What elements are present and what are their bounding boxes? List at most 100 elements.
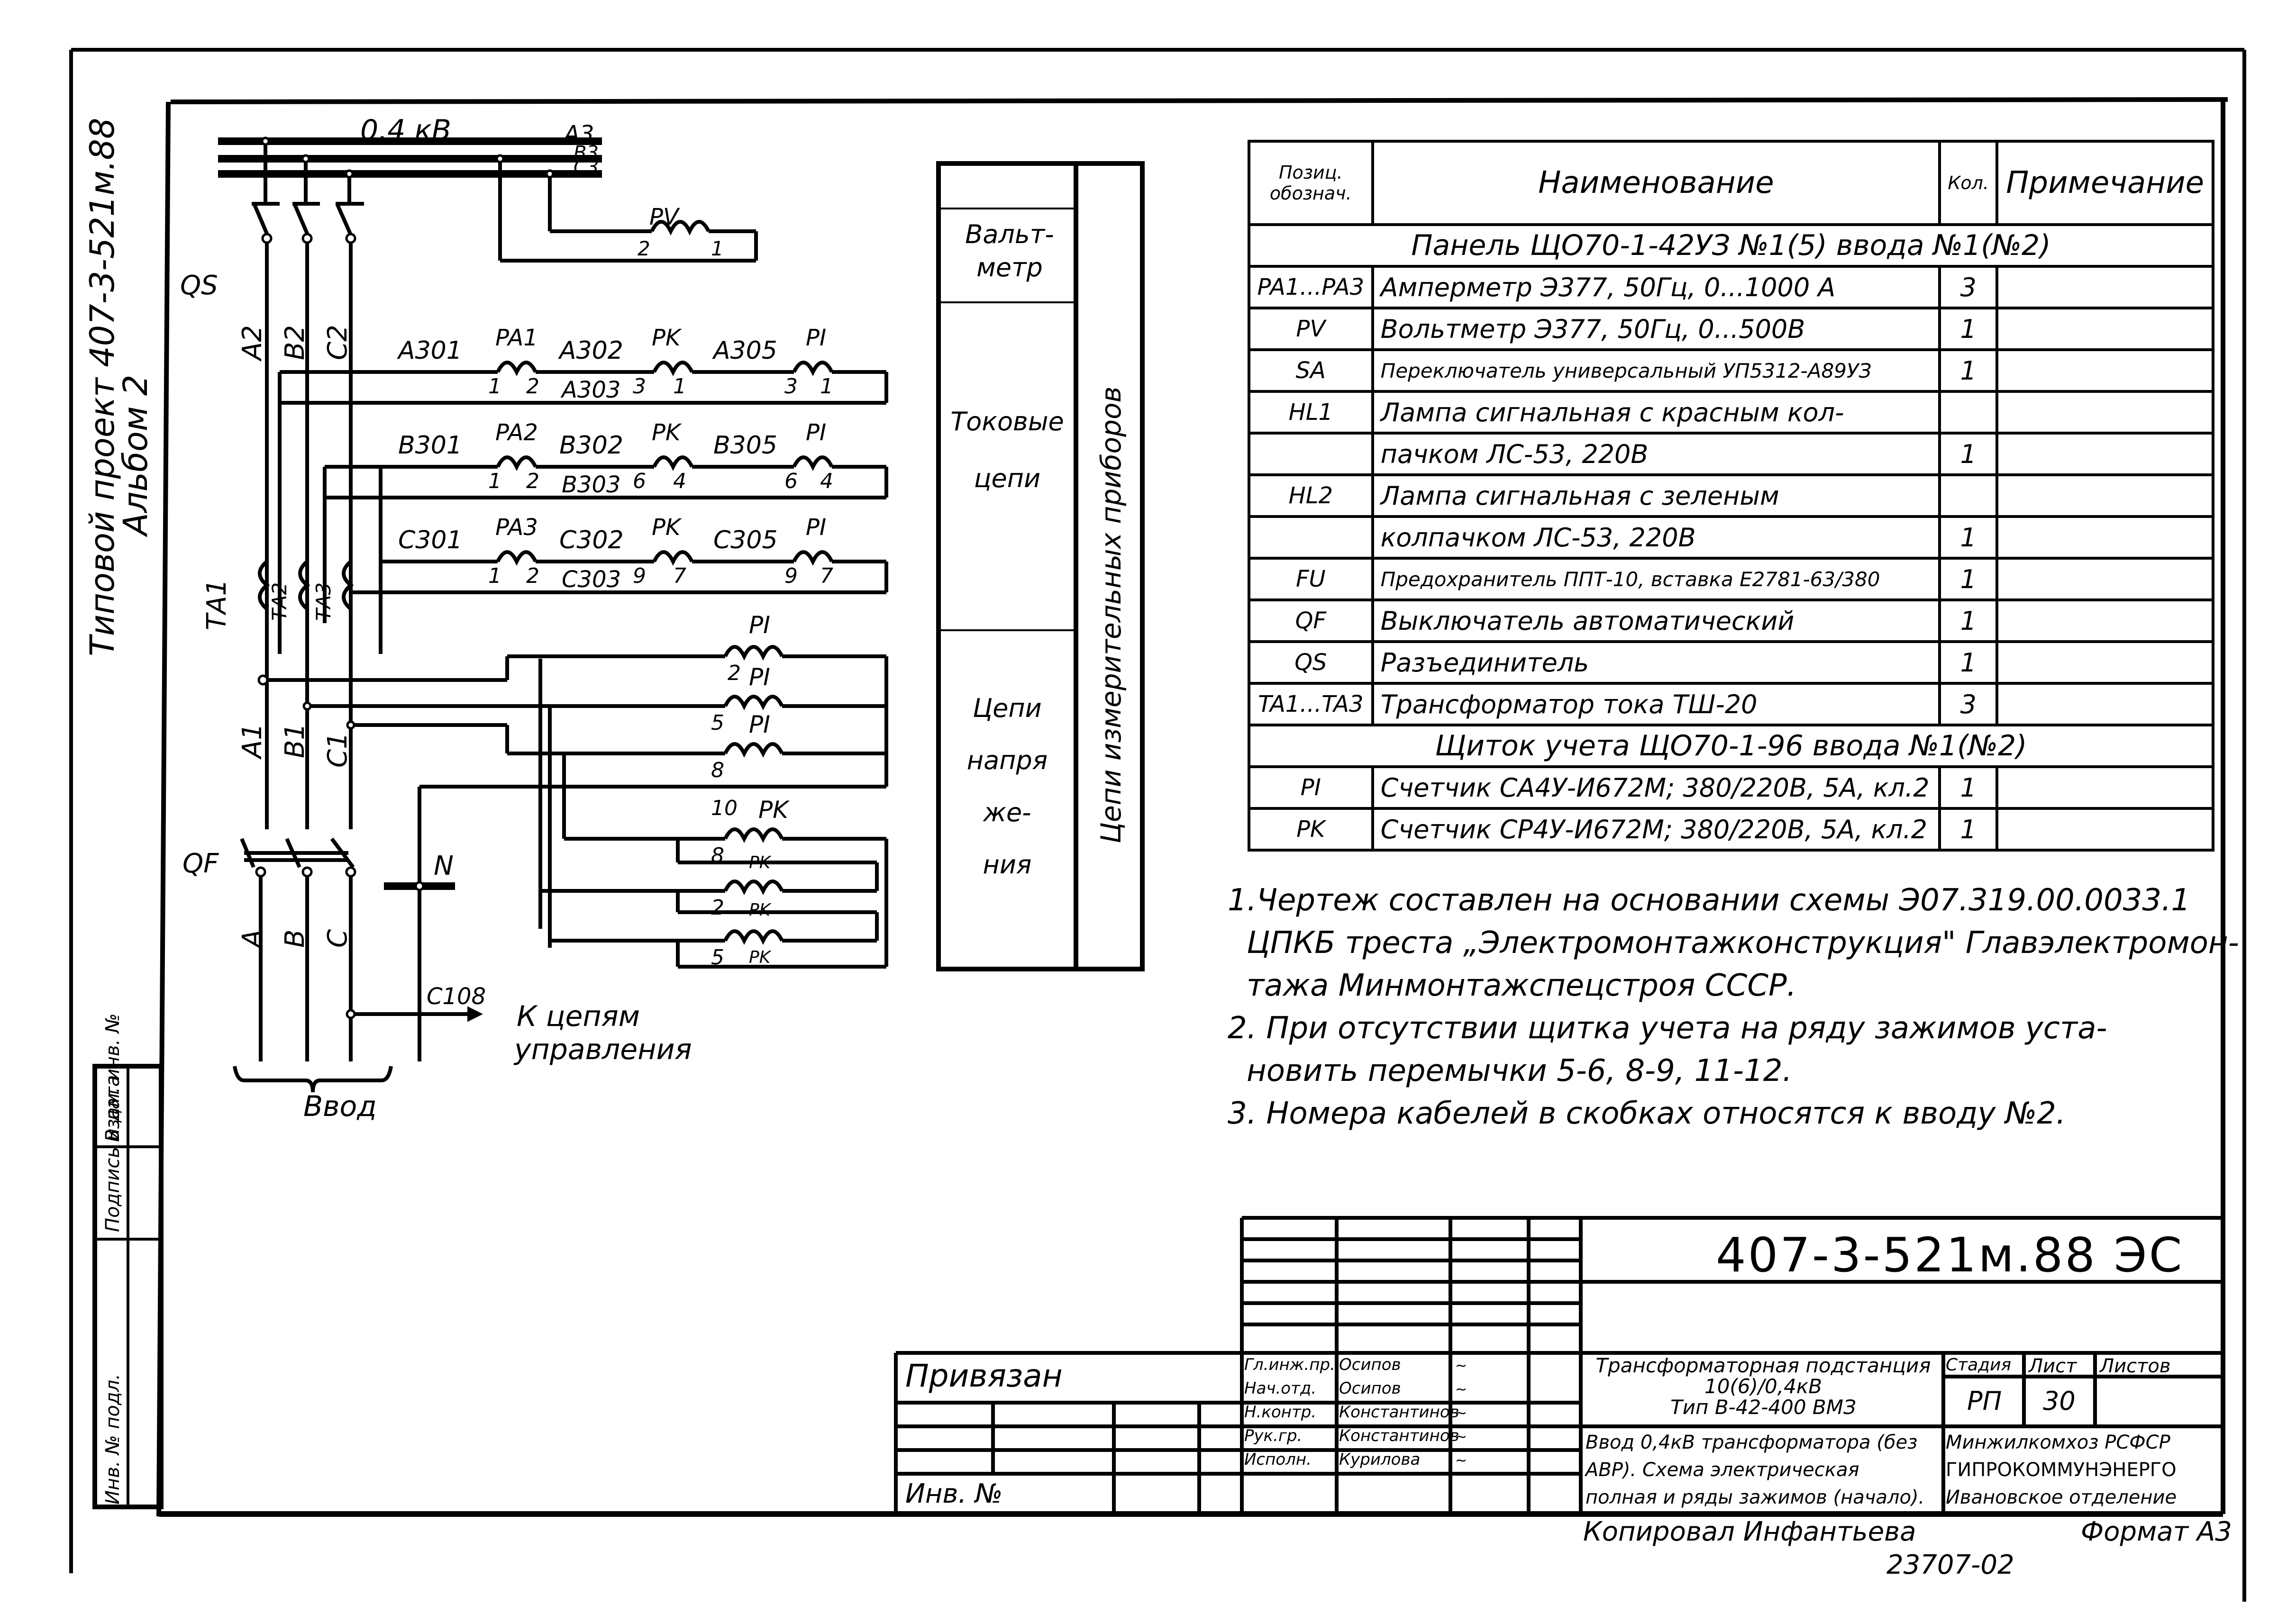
voltage-coil-label: PK bbox=[749, 853, 771, 872]
bus-label-a: А3 bbox=[564, 121, 594, 147]
role-label: Исполн. bbox=[1244, 1450, 1312, 1469]
spec-cell-pos bbox=[1248, 432, 1374, 476]
voltage-coil-terminal: 2 bbox=[728, 661, 741, 685]
wire-label: В302 bbox=[559, 431, 623, 460]
spec-group-row: Панель ЩО70-1-42УЗ №1(5) ввода №1(№2) bbox=[1248, 223, 2214, 268]
spec-cell-note bbox=[1995, 682, 2214, 726]
terminal-label: 3 bbox=[633, 374, 646, 399]
header-note: Примечание bbox=[1995, 140, 2214, 226]
voltage-coil-terminal: 5 bbox=[711, 945, 724, 970]
coil bbox=[496, 550, 538, 566]
spec-cell-pos: QF bbox=[1248, 598, 1374, 643]
control-label-2: управления bbox=[514, 1033, 692, 1066]
spec-cell-qty: 1 bbox=[1938, 640, 1999, 685]
voltmeter-terminal: 2 bbox=[638, 237, 650, 260]
spec-cell-pos: PK bbox=[1248, 807, 1374, 852]
spec-cell-qty: 1 bbox=[1938, 348, 1999, 393]
control-label-1: К цепям bbox=[517, 1000, 640, 1033]
group-title: Щиток учета ЩО70-1-96 ввода №1(№2) bbox=[1248, 724, 2214, 768]
note-line: тажа Минмонтажспецстроя СССР. bbox=[1247, 968, 1796, 1003]
input-label: Ввод bbox=[303, 1090, 377, 1123]
sheet-format: Формат А3 bbox=[2081, 1516, 2232, 1547]
spec-cell-pos: HL1 bbox=[1248, 390, 1374, 435]
legend-voltage-circuits: Цепи напря же- ния bbox=[966, 693, 1048, 880]
role-name: Константинов bbox=[1339, 1426, 1459, 1445]
coil bbox=[652, 550, 694, 566]
coil bbox=[652, 455, 694, 471]
coil bbox=[792, 455, 834, 471]
role-label: Нач.отд. bbox=[1244, 1379, 1317, 1398]
coil bbox=[496, 361, 538, 376]
device-label: PK bbox=[652, 514, 681, 541]
organization: Минжилкомхоз РСФСР ГИПРОКОММУНЭНЕРГО Ива… bbox=[1946, 1429, 2221, 1511]
spec-cell-note bbox=[1995, 348, 2214, 393]
sheet-title: Ввод 0,4кВ трансформатора (без АВР). Схе… bbox=[1585, 1429, 1941, 1511]
spec-table: Позиц. обознач. Наименование Кол. Примеч… bbox=[1248, 140, 2214, 852]
spec-cell-pos: QS bbox=[1248, 640, 1374, 685]
header-pos: Позиц. обознач. bbox=[1248, 140, 1374, 226]
spec-cell-name: Счетчик СА4У-И672М; 380/220В, 5А, кл.2 bbox=[1371, 765, 1941, 810]
spec-cell-note bbox=[1995, 598, 2214, 643]
spec-cell-pos: PV bbox=[1248, 307, 1374, 351]
bus-label-c: С3 bbox=[574, 156, 599, 178]
bus-voltage-label: 0,4 кВ bbox=[360, 114, 451, 147]
privyazan-label: Привязан bbox=[905, 1358, 1063, 1394]
terminal-label: 1 bbox=[673, 374, 686, 399]
terminal-label: 4 bbox=[673, 469, 686, 493]
header-name: Наименование bbox=[1371, 140, 1941, 226]
terminal-label: 7 bbox=[673, 564, 686, 588]
voltage-coil-label: PK bbox=[749, 900, 771, 920]
breaker-label: QF bbox=[182, 848, 219, 879]
spec-cell-qty bbox=[1938, 390, 1999, 435]
terminal-label: 1 bbox=[820, 374, 833, 399]
spec-cell-note bbox=[1995, 807, 2214, 852]
spec-cell-pos: SA bbox=[1248, 348, 1374, 393]
terminal-label: 3 bbox=[784, 374, 798, 399]
stage-value: РП bbox=[1967, 1386, 2002, 1416]
sheet-value: 30 bbox=[2043, 1386, 2076, 1416]
spec-cell-pos bbox=[1248, 515, 1374, 560]
spec-cell-note bbox=[1995, 432, 2214, 476]
device-label: PI bbox=[806, 514, 827, 541]
spec-cell-name: Лампа сигнальная с зеленым bbox=[1371, 473, 1941, 518]
sheet-title-line: АВР). Схема электрическая bbox=[1585, 1459, 1859, 1481]
note-line: 1.Чертеж составлен на основании схемы Э0… bbox=[1228, 883, 2191, 918]
spec-cell-name: Трансформатор тока ТШ-20 bbox=[1371, 682, 1941, 726]
signature: ~ bbox=[1455, 1358, 1467, 1374]
wire-label: А301 bbox=[398, 336, 462, 365]
role-name: Осипов bbox=[1339, 1355, 1401, 1374]
terminal-label: 7 bbox=[820, 564, 833, 588]
spec-header-row: Позиц. обознач. Наименование Кол. Примеч… bbox=[1248, 140, 2214, 226]
legend-current-circuits: Токовые цепи bbox=[950, 407, 1064, 493]
signature: ~ bbox=[1455, 1429, 1467, 1445]
voltmeter-label: PV bbox=[649, 204, 679, 230]
voltage-coil-label: PI bbox=[749, 611, 770, 639]
signature: ~ bbox=[1455, 1381, 1467, 1398]
spec-cell-pos: PI bbox=[1248, 765, 1374, 810]
control-wire-label: С108 bbox=[427, 983, 486, 1010]
spec-cell-name: Лампа сигнальная с красным кол- bbox=[1371, 390, 1941, 435]
object-title-line: Тип В-42-400 ВМЗ bbox=[1670, 1396, 1856, 1419]
spec-cell-qty: 3 bbox=[1938, 682, 1999, 726]
spec-cell-note bbox=[1995, 307, 2214, 351]
voltage-coil-label: PI bbox=[749, 663, 770, 691]
spec-cell-name: Вольтметр Э377, 50Гц, 0...500В bbox=[1371, 307, 1941, 351]
device-label: PI bbox=[806, 419, 827, 446]
terminal-label: 6 bbox=[633, 469, 646, 493]
terminal-label: 1 bbox=[488, 564, 501, 588]
spec-cell-name: Амперметр Э377, 50Гц, 0...1000 А bbox=[1371, 265, 1941, 309]
spec-cell-qty: 1 bbox=[1938, 807, 1999, 852]
terminal-label: 2 bbox=[526, 374, 539, 399]
spec-cell-name: Предохранитель ППТ-10, вставка Е2781-63/… bbox=[1371, 557, 1941, 601]
spec-cell-note bbox=[1995, 765, 2214, 810]
spec-cell-name: Счетчик СР4У-И672М; 380/220В, 5А, кл.2 bbox=[1371, 807, 1941, 852]
device-label: PI bbox=[806, 325, 827, 351]
spec-cell-note bbox=[1995, 390, 2214, 435]
